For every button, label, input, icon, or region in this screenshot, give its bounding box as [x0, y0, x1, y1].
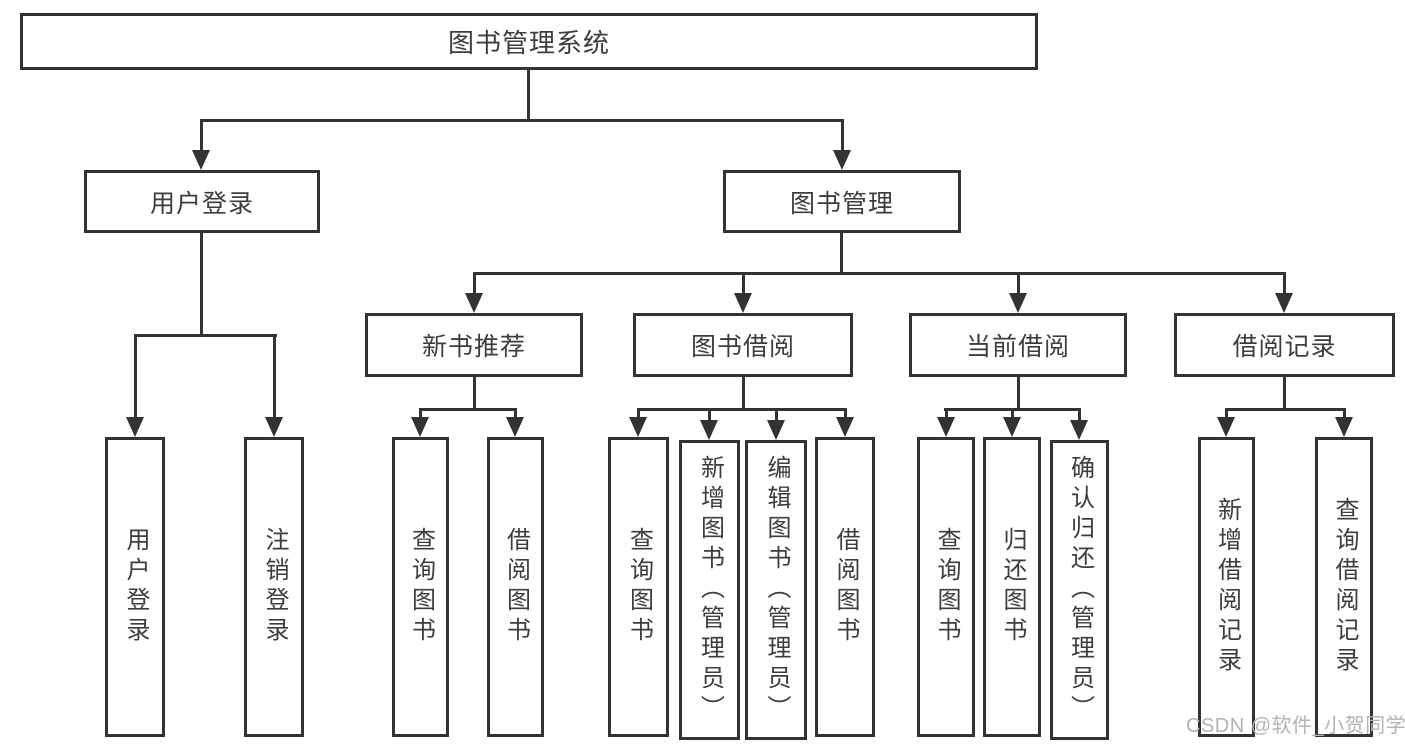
connector-line [273, 334, 276, 420]
node-new-book-recommend: 新书推荐 [365, 313, 583, 377]
connector-line [200, 119, 843, 122]
connector-line [844, 408, 847, 424]
connector-line [841, 119, 844, 154]
connector-line [637, 408, 640, 424]
node-label: 借阅记录 [1232, 333, 1337, 361]
leaf-label: 编辑图书（管理员） [763, 455, 790, 725]
connector-line [1017, 272, 1020, 297]
node-current-borrowing: 当前借阅 [909, 313, 1127, 377]
node-book-borrowing: 图书借阅 [633, 313, 853, 377]
connector-line [419, 408, 517, 411]
node-label: 新书推荐 [421, 333, 526, 361]
leaf-logout: 注销登录 [244, 437, 304, 737]
leaf-label: 查询图书 [933, 527, 960, 647]
leaf-label: 查询借阅记录 [1331, 497, 1358, 677]
connector-arrow [734, 293, 752, 313]
connector-line [840, 233, 843, 275]
connector-arrow [1335, 417, 1353, 437]
node-user-login: 用户登录 [84, 170, 320, 233]
connector-line [134, 334, 277, 337]
leaf-label: 用户登录 [122, 527, 149, 647]
connector-line [473, 377, 476, 410]
leaf-edit-book-admin: 编辑图书（管理员） [745, 440, 807, 740]
connector-arrow [506, 417, 524, 437]
connector-arrow [937, 417, 955, 437]
connector-line [1225, 408, 1228, 424]
leaf-add-book-admin: 新增图书（管理员） [679, 440, 740, 740]
connector-line [200, 119, 203, 154]
leaf-user-login: 用户登录 [105, 437, 165, 737]
connector-line [742, 272, 745, 297]
connector-line [1283, 377, 1286, 410]
leaf-borrow-books-borrowing: 借阅图书 [815, 437, 875, 737]
connector-line [514, 408, 517, 424]
connector-line [473, 272, 476, 297]
connector-line [134, 334, 137, 420]
connector-arrow [1009, 293, 1027, 313]
connector-line [1343, 408, 1346, 424]
leaf-query-books-recommend: 查询图书 [392, 437, 449, 737]
connector-line [1017, 377, 1020, 410]
node-label: 图书借阅 [690, 333, 795, 361]
connector-line [708, 408, 711, 424]
connector-arrow [836, 417, 854, 437]
connector-line [473, 272, 1286, 275]
connector-line [200, 233, 203, 337]
node-label: 图书管理 [789, 189, 894, 218]
leaf-label: 查询图书 [407, 527, 435, 647]
leaf-confirm-return-admin: 确认归还（管理员） [1050, 440, 1109, 740]
connector-arrow [1003, 417, 1021, 437]
leaf-return-books: 归还图书 [983, 437, 1041, 737]
connector-arrow [126, 417, 144, 437]
leaf-label: 确认归还（管理员） [1066, 455, 1094, 725]
watermark-text: CSDN @软件_小贺同学 [1186, 715, 1405, 737]
leaf-label: 查询图书 [625, 527, 653, 647]
node-label: 用户登录 [149, 189, 254, 218]
connector-arrow [465, 293, 483, 313]
connector-arrow [1217, 417, 1235, 437]
connector-line [742, 377, 745, 410]
connector-arrow [700, 420, 718, 440]
connector-line [637, 408, 847, 411]
node-label: 当前借阅 [965, 333, 1070, 361]
leaf-query-books-borrowing: 查询图书 [608, 437, 669, 737]
leaf-add-borrow-record: 新增借阅记录 [1198, 437, 1255, 737]
leaf-label: 新增借阅记录 [1213, 497, 1241, 677]
leaf-query-borrow-record: 查询借阅记录 [1315, 437, 1373, 737]
connector-arrow [629, 417, 647, 437]
leaf-label: 注销登录 [261, 527, 288, 647]
leaf-query-books-current: 查询图书 [917, 437, 975, 737]
connector-arrow [265, 417, 283, 437]
node-label: 图书管理系统 [447, 28, 610, 58]
node-library-system: 图书管理系统 [20, 13, 1038, 70]
connector-arrow [1070, 420, 1088, 440]
node-borrowing-records: 借阅记录 [1174, 313, 1395, 377]
leaf-label: 借阅图书 [502, 527, 530, 647]
connector-line [527, 70, 530, 121]
connector-line [1011, 408, 1014, 424]
leaf-label: 新增图书（管理员） [696, 455, 724, 725]
leaf-label: 借阅图书 [832, 527, 859, 647]
connector-arrow [1275, 293, 1293, 313]
connector-arrow [411, 417, 429, 437]
leaf-borrow-books-recommend: 借阅图书 [487, 437, 544, 737]
connector-line [1078, 408, 1081, 424]
connector-arrow [767, 420, 785, 440]
connector-arrow [833, 150, 851, 170]
connector-line [945, 408, 948, 424]
connector-line [775, 408, 778, 424]
connector-line [1283, 272, 1286, 297]
connector-arrow [192, 150, 210, 170]
connector-line [1225, 408, 1346, 411]
leaf-label: 归还图书 [999, 527, 1026, 647]
node-book-management: 图书管理 [723, 170, 961, 233]
connector-line [419, 408, 422, 424]
